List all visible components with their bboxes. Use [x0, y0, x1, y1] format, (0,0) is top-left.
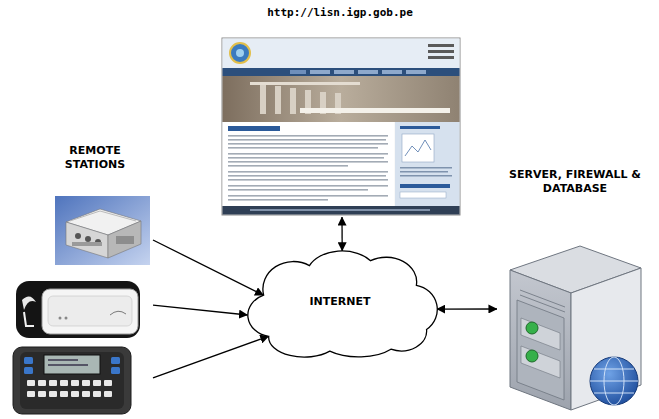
cloud-label: INTERNET — [309, 295, 370, 309]
cloud-shape — [248, 251, 437, 357]
arrow-connector — [153, 305, 248, 315]
website-node: http://lisn.igp.gob.pe — [215, 4, 465, 217]
remote-station-device — [16, 281, 140, 338]
arrow-connector — [153, 240, 264, 295]
arrow-connector — [437, 308, 497, 309]
remote-station-device — [55, 196, 150, 265]
arrow-connector — [341, 217, 343, 251]
remote-stations-group: REMOTE STATIONS — [8, 140, 153, 417]
server-heading: SERVER, FIREWALL & DATABASE — [497, 168, 653, 197]
server-node: SERVER, FIREWALL & DATABASE — [497, 164, 653, 414]
remote-station-device — [13, 347, 131, 414]
internet-cloud: INTERNET — [228, 243, 452, 361]
group-heading: REMOTE STATIONS — [45, 144, 145, 173]
website-screenshot — [222, 38, 460, 215]
url-label: http://lisn.igp.gob.pe — [215, 6, 465, 20]
arrow-connector — [153, 336, 269, 378]
server-icon — [510, 246, 641, 410]
